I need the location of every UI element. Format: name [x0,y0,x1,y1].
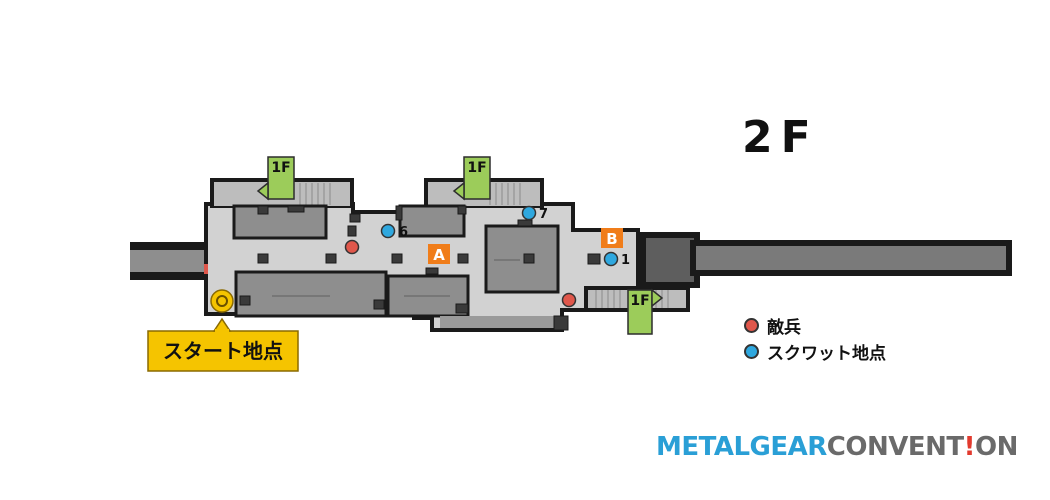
enemy-markers [344,239,577,308]
area-label-a: A [433,246,445,264]
stair-badge-middle[interactable]: 1F [452,156,491,201]
start-label: スタート地点 [163,339,283,363]
squat-point-7[interactable]: 7 [521,205,549,223]
west-corridor [130,242,210,280]
map-legend: 敵兵 スクワット地点 [744,312,886,364]
legend-enemy: 敵兵 [744,312,886,338]
floor-title: 2F [742,112,819,163]
squat-dot-icon [744,343,759,359]
legend-squat-label: スクワット地点 [767,343,886,364]
area-label-b: B [606,230,617,248]
crates [239,205,601,331]
legend-squat: スクワット地点 [744,338,886,364]
brand-bang: ! [963,432,976,462]
stair-label-3: 1F [630,293,649,309]
door-marker [204,264,208,274]
enemy-marker [561,292,577,308]
squat-number-6: 6 [399,225,408,240]
area-marker-b[interactable]: B [601,228,623,248]
brand-logo: METALGEARCONVENT!ON [656,432,1018,462]
brand-part-4: ON [974,432,1018,462]
start-point[interactable]: スタート地点 [147,289,299,372]
east-corridor [640,232,1012,288]
stair-badge-right[interactable]: 1F [627,288,664,335]
area-marker-a[interactable]: A [428,244,450,264]
stair-label-2: 1F [467,160,486,176]
squat-point-6[interactable]: 6 [380,223,409,241]
enemy-dot-icon [744,317,759,333]
brand-part-1: METAL [656,432,750,462]
legend-enemy-label: 敵兵 [767,317,801,338]
start-point-icon [210,289,234,313]
stair-label-1: 1F [271,160,290,176]
brand-part-3: CONVENT [826,432,964,462]
enemy-marker [344,239,360,255]
inner-structures [232,204,566,328]
stair-badge-left[interactable]: 1F [256,156,295,201]
squat-number-1: 1 [621,253,630,268]
squat-point-1[interactable]: 1 [603,251,631,269]
squat-number-7: 7 [539,207,548,222]
brand-part-2: GEAR [749,432,828,462]
